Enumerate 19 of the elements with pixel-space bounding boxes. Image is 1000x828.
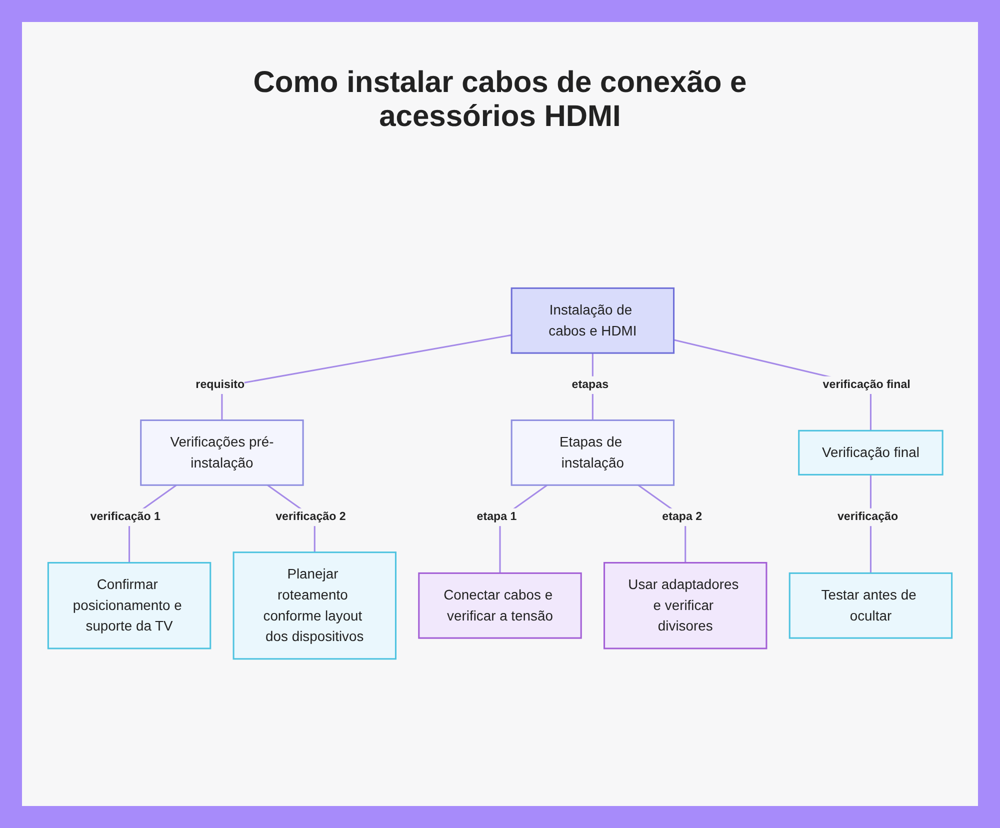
- node-box: Verificação final: [798, 430, 944, 476]
- edge-label: etapa 1: [476, 510, 517, 524]
- edge-label: requisito: [196, 378, 245, 392]
- edge-label: verificação 1: [90, 510, 160, 524]
- edge-label: verificação 2: [276, 510, 346, 524]
- node-box: Testar antes de ocultar: [788, 572, 953, 640]
- edge-label: etapa 2: [662, 510, 702, 524]
- node-box: Planejar roteamento conforme layout dos dispositivos: [232, 552, 396, 660]
- node-box: Etapas de instalação: [510, 420, 675, 486]
- node-box: Confirmar posicionamento e suporte da TV: [47, 562, 212, 650]
- edge-label: verificação: [837, 510, 898, 524]
- connector: [221, 334, 512, 421]
- node-box: Instalação de cabos e HDMI: [510, 288, 675, 354]
- node-box: Verificações pré-instalação: [140, 420, 304, 486]
- edge-label: etapas: [572, 378, 609, 392]
- node-box: Conectar cabos e verificar a tensão: [418, 572, 582, 640]
- diagram-title: Como instalar cabos de conexão e acessórios HDMI: [252, 66, 748, 134]
- edge-label: verificação final: [822, 378, 910, 392]
- node-box: Usar adaptadores e verificar divisores: [604, 562, 768, 650]
